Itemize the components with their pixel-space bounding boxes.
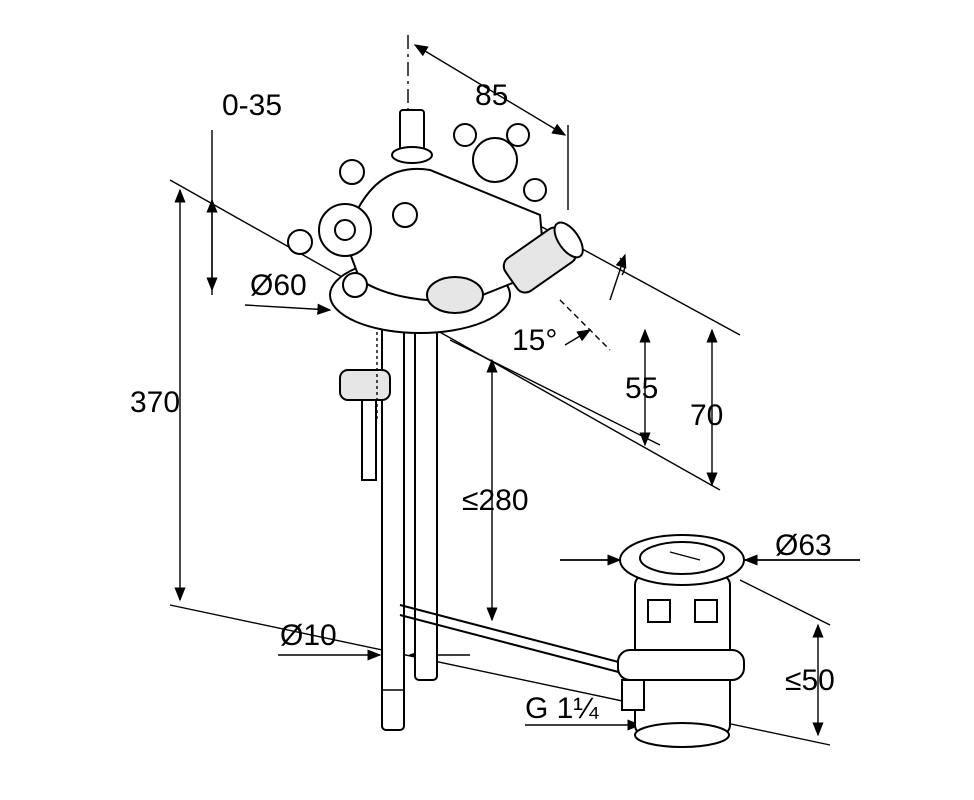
dim-thread-g: G 1¼ xyxy=(525,692,599,725)
dim-dia-60: Ø60 xyxy=(250,269,307,302)
dim-dia-10: Ø10 xyxy=(280,619,337,652)
waste-valve xyxy=(399,534,745,748)
dim-370: 370 xyxy=(130,386,180,419)
dim-max-50: ≤50 xyxy=(785,664,835,697)
dim-70: 70 xyxy=(690,399,723,432)
dim-55: 55 xyxy=(625,372,658,405)
dim-dia-63: Ø63 xyxy=(775,529,832,562)
dim-0-35: 0-35 xyxy=(222,89,282,122)
mixer-body xyxy=(287,109,626,731)
dim-angle-15: 15° xyxy=(512,324,557,357)
dim-85: 85 xyxy=(475,79,508,112)
dim-max-280: ≤280 xyxy=(462,484,529,517)
